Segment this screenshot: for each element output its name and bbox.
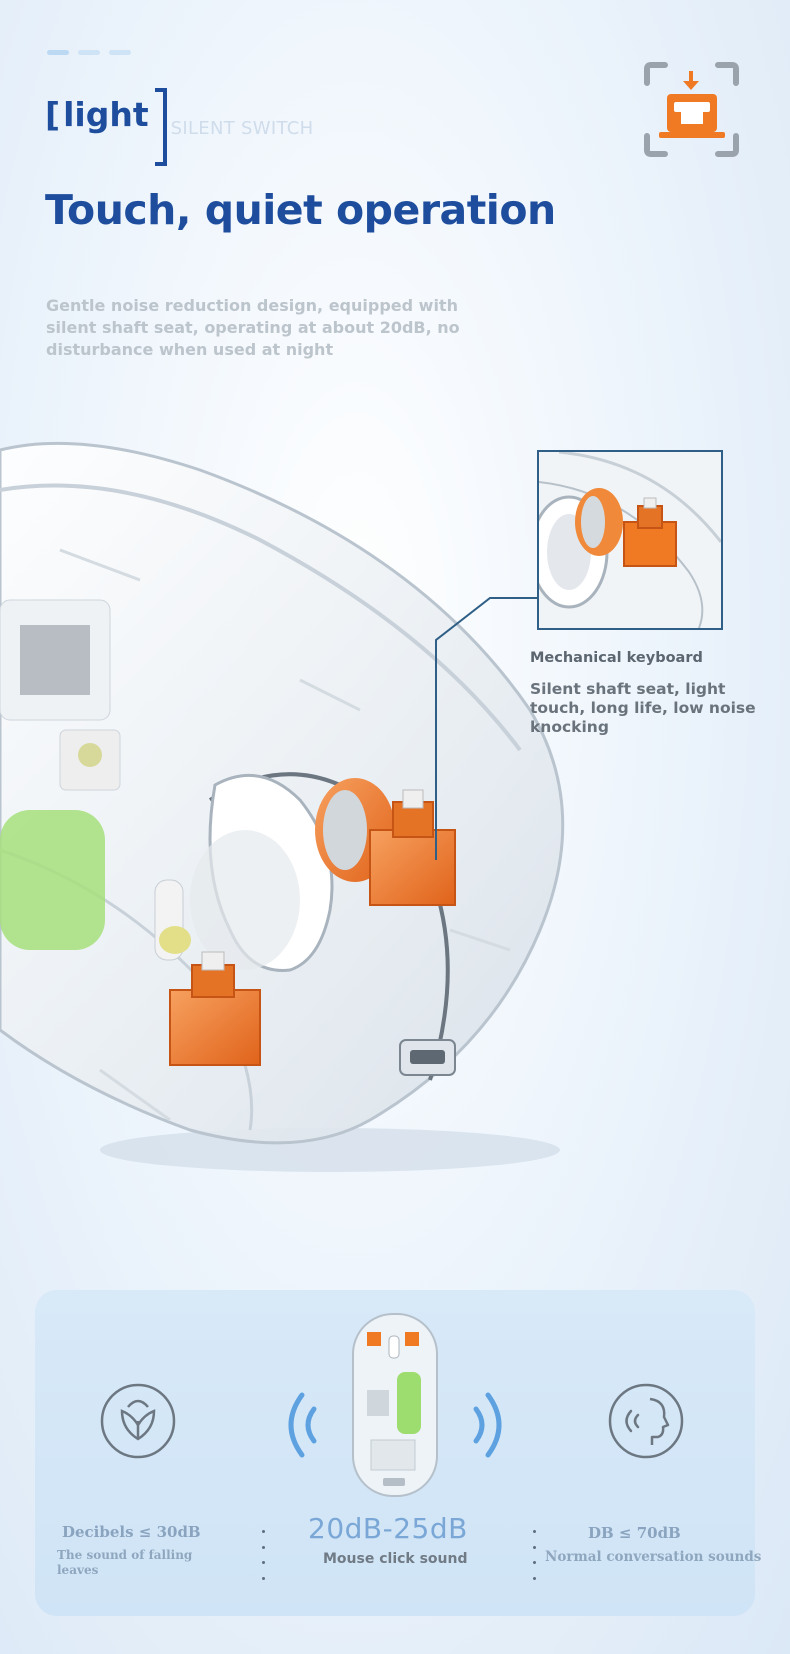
stat-middle-subtitle: Mouse click sound — [323, 1551, 468, 1567]
stat-left-subtitle: The sound of falling leaves — [57, 1548, 193, 1577]
decorative-dashes — [47, 50, 131, 55]
section-eyebrow: [ light SILENT SWITCH — [45, 88, 313, 166]
light-label: light — [63, 95, 149, 134]
dash — [78, 50, 100, 55]
stat-middle-value: 20dB-25dB — [308, 1512, 468, 1545]
switch-detail-image — [537, 450, 723, 630]
description: Gentle noise reduction design, equipped … — [46, 296, 460, 359]
dotted-separator — [533, 1530, 536, 1580]
silent-switch-label: SILENT SWITCH — [170, 118, 314, 139]
stat-right-subtitle: Normal conversation sounds — [545, 1549, 762, 1565]
transparent-mouse-illustration — [0, 441, 565, 1172]
bracket-open: [ — [45, 95, 61, 134]
headline: Touch, quiet operation — [45, 186, 556, 234]
sound-waves-icon — [288, 1392, 502, 1458]
stat-right-title: DB ≤ 70dB — [588, 1524, 681, 1542]
dash — [109, 50, 131, 55]
bracket-close — [154, 88, 167, 166]
callout-description: Silent shaft seat, light touch, long lif… — [530, 680, 756, 736]
switch-press-icon — [644, 62, 739, 157]
mouse-top-view-image — [352, 1313, 438, 1497]
dash — [47, 50, 69, 55]
callout-title: Mechanical keyboard — [530, 650, 703, 666]
leaf-icon — [100, 1383, 176, 1459]
stat-left-title: Decibels ≤ 30dB — [62, 1523, 201, 1541]
dotted-separator — [262, 1530, 265, 1580]
speaking-face-icon — [608, 1383, 684, 1459]
